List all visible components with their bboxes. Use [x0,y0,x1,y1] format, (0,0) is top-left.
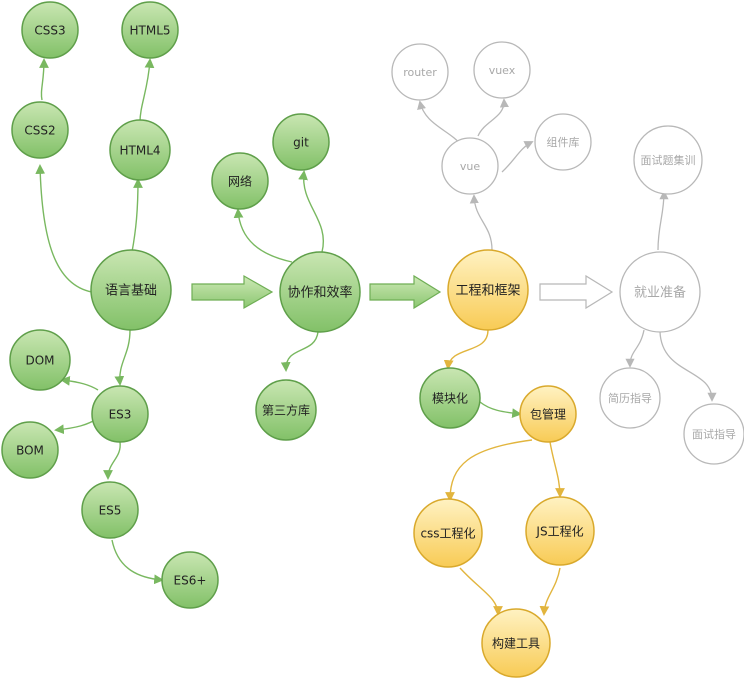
node-lang-basics[interactable] [90,249,172,331]
flow-arrows [191,274,614,310]
edge-js-build [539,567,561,616]
node-interview-guide[interactable] [683,403,744,465]
edge-es3-bom [54,417,99,435]
edge-vue-vuex [477,98,509,137]
node-resume[interactable] [599,367,661,429]
edge-job-resume [625,329,645,368]
edge-eng-vue [469,194,493,251]
node-html4[interactable] [109,119,171,181]
label-css-eng: css工程化 [420,526,475,541]
label-css2: CSS2 [24,124,55,138]
edge-lang-css2 [35,164,93,293]
label-bom: BOM [16,444,44,458]
label-build-tools: 构建工具 [492,636,540,651]
label-router: router [403,66,437,79]
edge-job-interview [657,190,669,251]
node-bom[interactable] [1,421,59,479]
label-engineering: 工程和框架 [455,284,520,299]
node-css3[interactable] [21,1,79,59]
edge-collab-thirdparty [280,331,319,372]
node-es5[interactable] [81,481,139,539]
node-job-prep[interactable] [619,251,701,333]
label-html5: HTML5 [129,24,170,38]
label-components: 组件库 [547,135,580,149]
edge-pkg-css [445,439,533,502]
edge-es5-es6 [111,539,164,585]
node-css2[interactable] [11,101,69,159]
node-package-mgmt[interactable] [519,385,577,443]
node-engineering[interactable] [447,249,529,331]
nodes-green [1,1,481,609]
label-es6plus: ES6+ [174,574,207,588]
edge-html4-html5 [139,58,155,123]
label-css3: CSS3 [34,24,65,38]
edge-collab-network [233,208,293,263]
label-es3: ES3 [109,408,132,422]
edge-vue-router [417,100,463,147]
label-module: 模块化 [432,392,468,406]
label-js-eng: JS工程化 [535,524,583,539]
edge-pkg-js [549,441,565,498]
label-collab: 协作和效率 [287,285,352,301]
edge-es3-es5 [103,441,121,480]
label-interview-guide: 面试指导 [692,427,736,441]
label-job-prep: 就业准备 [634,285,686,301]
node-module[interactable] [419,367,481,429]
label-dom: DOM [25,354,54,368]
node-vue[interactable] [441,137,499,195]
edge-css-build [459,567,503,616]
node-network[interactable] [211,152,269,210]
node-js-eng[interactable] [525,496,595,566]
label-third-party: 第三方库 [262,403,310,418]
label-html4: HTML4 [119,144,160,158]
edge-lang-html4 [131,178,143,253]
node-collab[interactable] [279,251,361,333]
node-third-party[interactable] [255,379,317,441]
labels-dark: CSS3 HTML5 CSS2 HTML4 语言基础 DOM ES3 BOM E… [16,24,584,651]
edge-es3-dom [60,375,99,391]
node-router[interactable] [391,43,449,101]
node-components[interactable] [534,113,592,171]
label-vuex: vuex [489,64,516,77]
edge-lang-es3 [114,329,131,386]
edge-eng-module [443,329,489,370]
node-dom[interactable] [9,329,71,391]
node-es3[interactable] [91,385,149,443]
flow-arrow-2 [369,274,442,310]
edge-module-pkg [479,401,522,419]
node-vuex[interactable] [473,41,531,99]
flow-arrow-3 [539,274,614,310]
node-git[interactable] [272,113,330,171]
label-resume: 简历指导 [608,391,652,405]
edge-job-guide [659,331,717,402]
nodes-yellow [413,249,595,678]
label-package-mgmt: 包管理 [530,407,566,422]
label-es5: ES5 [99,504,122,518]
edge-css2-css3 [39,58,49,101]
label-interview-train: 面试题集训 [641,153,696,167]
label-git: git [293,136,309,150]
node-es6plus[interactable] [161,551,219,609]
node-build-tools[interactable] [481,608,551,678]
node-html5[interactable] [121,1,179,59]
flow-arrow-1 [191,274,274,310]
edge-collab-git [298,170,325,253]
label-lang-basics: 语言基础 [105,284,157,299]
labels-gray: router vuex vue 组件库 面试题集训 就业准备 简历指导 面试指导 [403,64,736,441]
nodes-gray [391,41,744,465]
edge-vue-components [501,141,534,173]
label-network: 网络 [228,174,252,189]
label-vue: vue [460,160,480,173]
edges-green [35,58,522,585]
node-css-eng[interactable] [413,498,483,568]
node-interview-train[interactable] [633,125,703,195]
edges-yellow [443,329,565,616]
